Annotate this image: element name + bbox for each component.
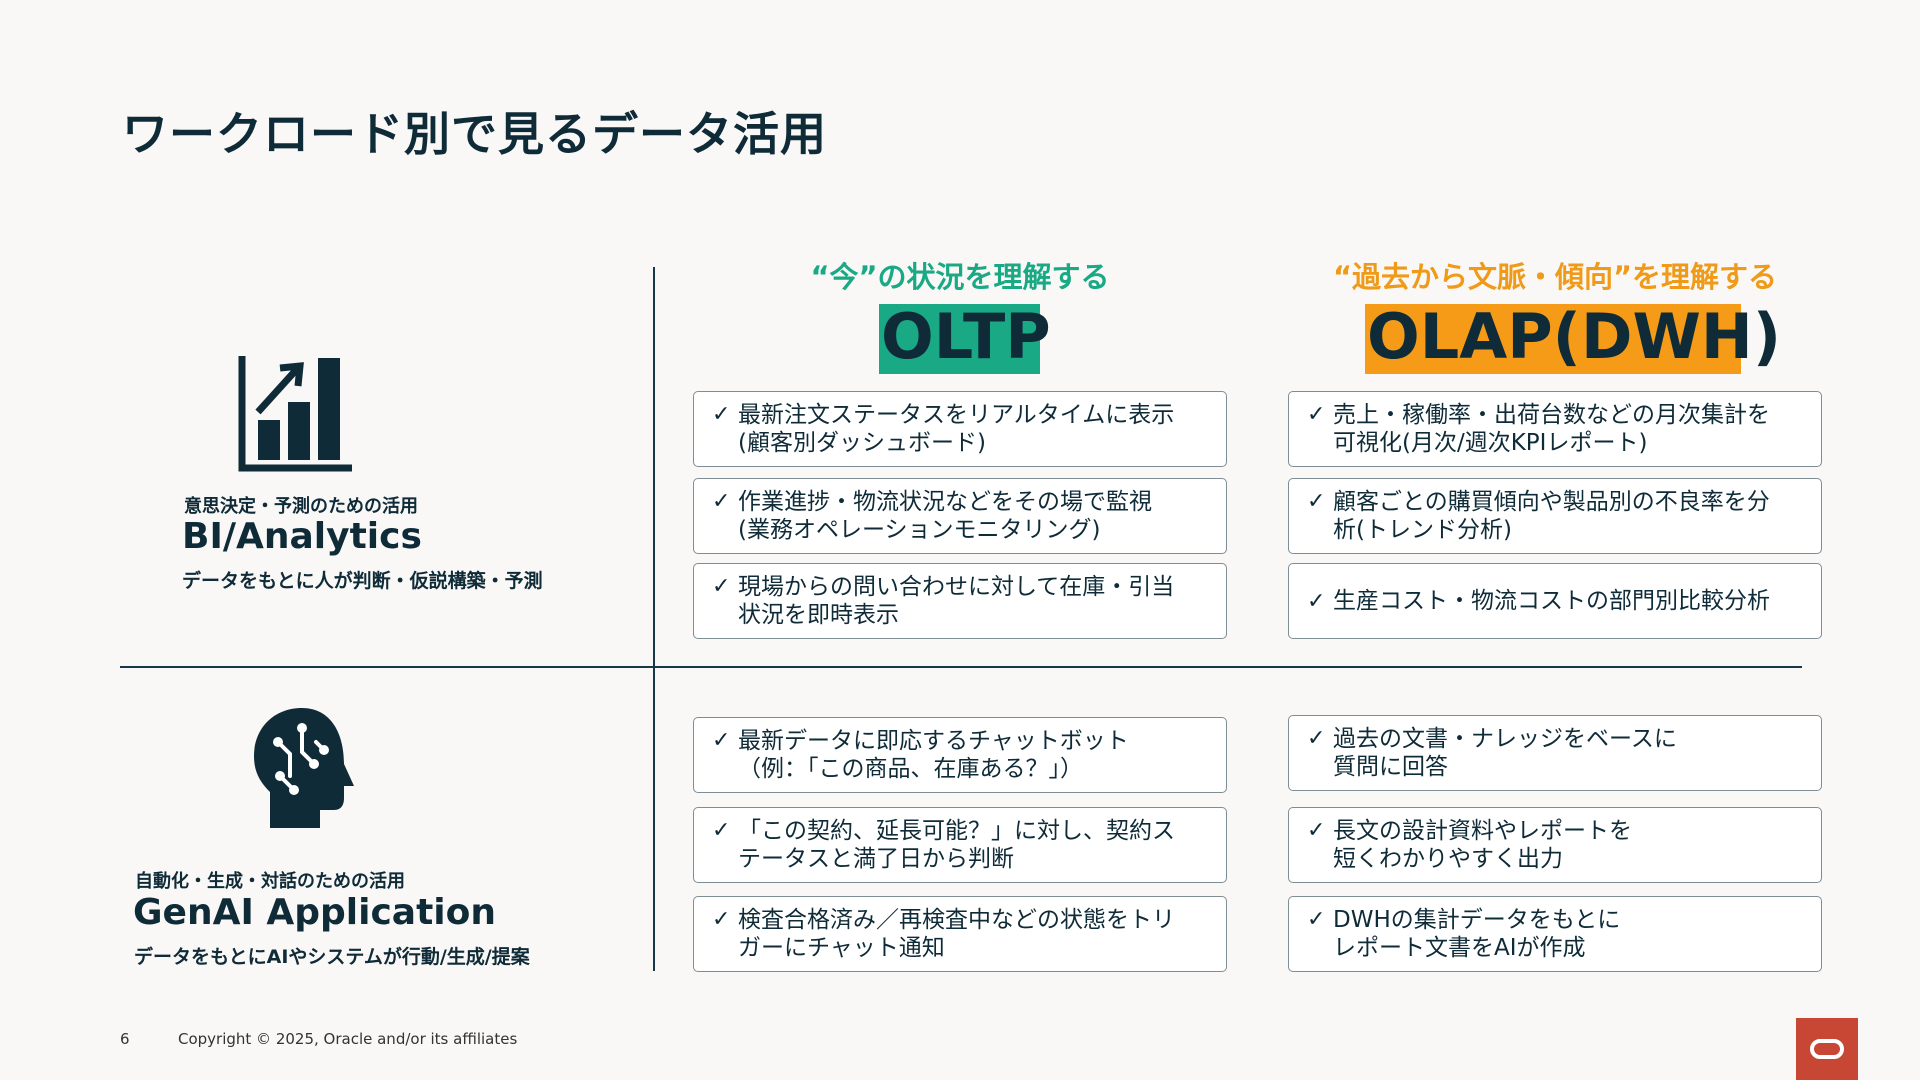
list-item: ✓ 売上・稼働率・出荷台数などの月次集計を 可視化(月次/週次KPIレポート) bbox=[1288, 391, 1822, 467]
list-item: ✓ 現場からの問い合わせに対して在庫・引当 状況を即時表示 bbox=[693, 563, 1227, 639]
check-icon: ✓ bbox=[712, 489, 731, 514]
page-number: 6 bbox=[120, 1030, 130, 1048]
oltp-subtitle: “今”の状況を理解する bbox=[810, 260, 1110, 294]
horizontal-divider bbox=[120, 666, 1802, 668]
check-icon: ✓ bbox=[712, 728, 731, 753]
card-text: 最新注文ステータスをリアルタイムに表示 (顧客別ダッシュボード) bbox=[738, 402, 1175, 456]
check-icon: ✓ bbox=[712, 818, 731, 843]
card-text: 生産コスト・物流コストの部門別比較分析 bbox=[1333, 588, 1770, 614]
card-text: 「この契約、延長可能？」に対し、契約ス テータスと満了日から判断 bbox=[738, 818, 1175, 872]
check-icon: ✓ bbox=[712, 402, 731, 427]
bi-category-caption: 意思決定・予測のための活用 bbox=[184, 496, 418, 517]
check-icon: ✓ bbox=[712, 574, 731, 599]
card-text: 顧客ごとの購買傾向や製品別の不良率を分 析(トレンド分析) bbox=[1333, 489, 1770, 543]
bi-category-description: データをもとに人が判断・仮説構築・予測 bbox=[182, 570, 543, 592]
list-item: ✓ 顧客ごとの購買傾向や製品別の不良率を分 析(トレンド分析) bbox=[1288, 478, 1822, 554]
list-item: ✓ DWHの集計データをもとに レポート文書をAIが作成 bbox=[1288, 896, 1822, 972]
check-icon: ✓ bbox=[712, 907, 731, 932]
olap-heading: OLAP(DWH) bbox=[1365, 300, 1782, 374]
check-icon: ✓ bbox=[1307, 489, 1326, 514]
list-item: ✓ 検査合格済み／再検査中などの状態をトリ ガーにチャット通知 bbox=[693, 896, 1227, 972]
ai-head-circuit-icon bbox=[250, 706, 360, 830]
card-text: 過去の文書・ナレッジをベースに 質問に回答 bbox=[1333, 726, 1677, 780]
check-icon: ✓ bbox=[1307, 726, 1326, 751]
check-icon: ✓ bbox=[1307, 818, 1326, 843]
card-text: DWHの集計データをもとに レポート文書をAIが作成 bbox=[1333, 907, 1621, 961]
genai-category-description: データをもとにAIやシステムが行動/生成/提案 bbox=[134, 946, 530, 968]
check-icon: ✓ bbox=[1307, 907, 1326, 932]
bi-category-title: BI/Analytics bbox=[182, 516, 422, 557]
oltp-heading: OLTP bbox=[879, 300, 1051, 374]
oracle-logo-oval-icon bbox=[1810, 1039, 1844, 1059]
copyright-text: Copyright © 2025, Oracle and/or its affi… bbox=[178, 1030, 518, 1048]
card-text: 検査合格済み／再検査中などの状態をトリ ガーにチャット通知 bbox=[738, 907, 1175, 961]
check-icon: ✓ bbox=[1307, 588, 1326, 614]
page-title: ワークロード別で見るデータ活用 bbox=[122, 107, 827, 161]
list-item: ✓ 「この契約、延長可能？」に対し、契約ス テータスと満了日から判断 bbox=[693, 807, 1227, 883]
list-item: ✓ 生産コスト・物流コストの部門別比較分析 bbox=[1288, 563, 1822, 639]
list-item: ✓ 長文の設計資料やレポートを 短くわかりやすく出力 bbox=[1288, 807, 1822, 883]
card-text: 作業進捗・物流状況などをその場で監視 (業務オペレーションモニタリング) bbox=[738, 489, 1152, 543]
bar-chart-growth-icon bbox=[238, 356, 356, 474]
list-item: ✓ 最新注文ステータスをリアルタイムに表示 (顧客別ダッシュボード) bbox=[693, 391, 1227, 467]
olap-subtitle: “過去から文脈・傾向”を理解する bbox=[1332, 260, 1778, 294]
card-text: 最新データに即応するチャットボット （例：「この商品、在庫ある？」） bbox=[738, 728, 1129, 782]
genai-category-caption: 自動化・生成・対話のための活用 bbox=[135, 871, 405, 892]
oracle-logo bbox=[1796, 1018, 1858, 1080]
card-text: 現場からの問い合わせに対して在庫・引当 状況を即時表示 bbox=[738, 574, 1175, 628]
list-item: ✓ 最新データに即応するチャットボット （例：「この商品、在庫ある？」） bbox=[693, 717, 1227, 793]
card-text: 売上・稼働率・出荷台数などの月次集計を 可視化(月次/週次KPIレポート) bbox=[1333, 402, 1770, 456]
card-text: 長文の設計資料やレポートを 短くわかりやすく出力 bbox=[1333, 818, 1632, 872]
list-item: ✓ 作業進捗・物流状況などをその場で監視 (業務オペレーションモニタリング) bbox=[693, 478, 1227, 554]
list-item: ✓ 過去の文書・ナレッジをベースに 質問に回答 bbox=[1288, 715, 1822, 791]
genai-category-title: GenAI Application bbox=[133, 892, 497, 933]
vertical-divider bbox=[653, 267, 655, 971]
check-icon: ✓ bbox=[1307, 402, 1326, 427]
